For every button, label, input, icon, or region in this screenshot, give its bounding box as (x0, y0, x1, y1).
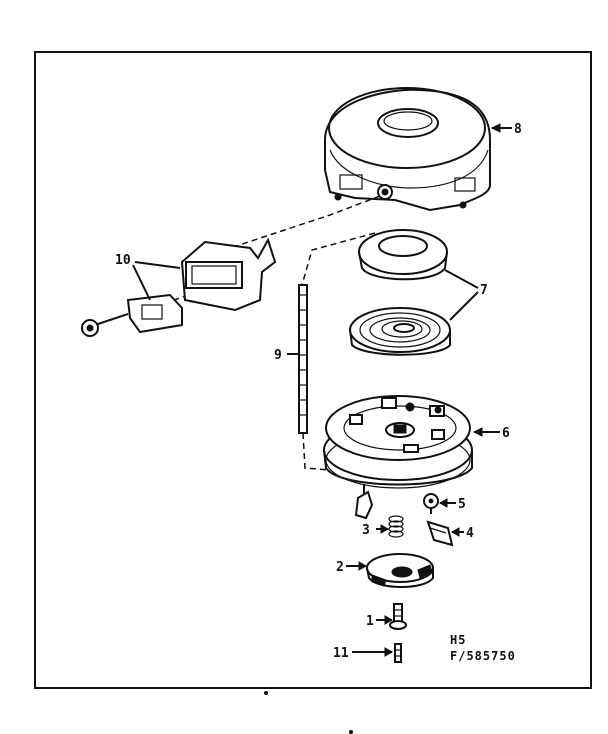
part-4-pawl (426, 520, 454, 547)
part-5-nut (423, 493, 439, 514)
leader-10b (132, 264, 151, 301)
label-6: 6 (502, 426, 510, 441)
arrow-11 (384, 647, 394, 657)
part-10-handle (126, 237, 277, 334)
part-11-pin (394, 643, 402, 663)
part-7-spring-cup (349, 229, 451, 356)
label-2: 2 (336, 560, 344, 575)
part-3-spring (388, 515, 404, 538)
arrow-8 (490, 123, 501, 133)
arrow-3 (380, 524, 390, 534)
part-6-pulley (323, 395, 473, 489)
arrow-2 (358, 561, 368, 571)
arrow-1 (384, 615, 394, 625)
leader-10a (134, 261, 181, 269)
leader-7a (444, 269, 479, 289)
speck (264, 691, 268, 695)
label-8: 8 (514, 122, 522, 137)
label-11: 11 (333, 646, 349, 661)
part-1-screw (389, 603, 407, 630)
label-10: 10 (115, 253, 131, 268)
label-3: 3 (362, 523, 370, 538)
arrow-4 (450, 527, 460, 537)
arrow-6 (472, 427, 483, 437)
label-9: 9 (274, 348, 282, 363)
drawing-code-line1: H5 (450, 633, 466, 647)
part-10-screw (81, 313, 129, 337)
part-8-housing (324, 87, 491, 212)
label-5: 5 (458, 497, 466, 512)
label-1: 1 (366, 614, 374, 629)
drawing-code-line2: F/585750 (450, 649, 516, 663)
dashed-line-handle (199, 195, 381, 259)
dashed-line-rope-top (301, 232, 376, 286)
label-4: 4 (466, 526, 474, 541)
part-2-retainer (366, 553, 434, 588)
diagram-frame (34, 51, 592, 689)
label-7: 7 (480, 283, 488, 298)
arrow-5 (438, 498, 448, 508)
dashed-line-rope-bottom (302, 432, 331, 471)
part-9-rope (298, 284, 308, 434)
leader-7b (449, 291, 479, 321)
speck (349, 730, 353, 734)
part-screw (354, 484, 374, 520)
